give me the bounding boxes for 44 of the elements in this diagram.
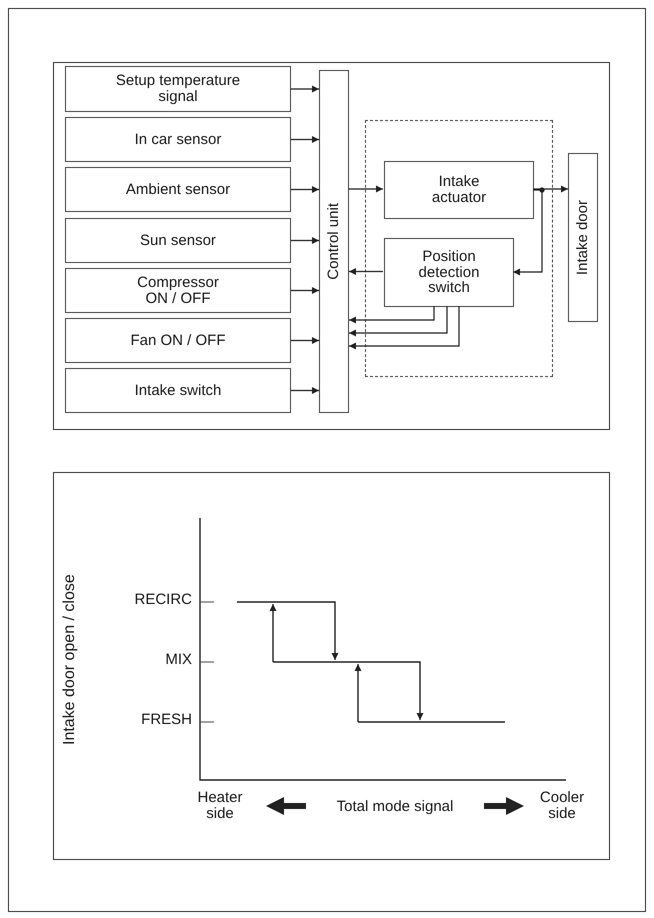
arrow [349,306,460,350]
block-label: Compressor ON / OFF [136,274,220,306]
block-label: Position detection switch [418,248,480,296]
block-box [65,167,291,212]
axis-label: Heater side [196,790,244,822]
arrow [291,136,319,143]
block-label: Ambient sensor [124,182,232,198]
block-label: Intake door [575,198,591,278]
block-label: Fan ON / OFF [129,332,226,348]
block-box [65,268,291,313]
block-label: Sun sensor [139,232,217,248]
block-label: Intake switch [134,382,222,398]
arrow [349,186,383,192]
block-box [568,153,598,322]
arrow [291,287,319,294]
block-label: Setup temperature signal [114,73,242,105]
arrow [291,387,319,394]
block-label: In car sensor [134,132,222,148]
block-box [65,318,291,363]
axis-title: Intake door open / close [62,574,79,748]
block-box [384,238,514,307]
axis-label: RECIRC [133,592,192,608]
block-label: Intake actuator [430,174,488,206]
axis-label: MIX [164,652,192,668]
arrow [291,186,319,193]
arrow [533,186,568,192]
dashed-group-box [365,120,553,377]
arrow [513,189,543,276]
arrow [349,306,435,324]
block-box [65,66,291,112]
axis-label: FRESH [140,712,192,728]
block-label: Control unit [326,202,342,282]
arrow [291,337,319,344]
block-box [65,218,291,263]
block-box [65,368,291,413]
arrow [349,306,448,336]
block-box [384,161,534,219]
arrow [349,268,383,275]
arrow [291,86,319,92]
axis-label: Total mode signal [336,799,454,815]
block-box [319,70,349,413]
block-box [65,117,291,162]
axis-label: Cooler side [538,790,586,822]
arrow [291,237,319,244]
